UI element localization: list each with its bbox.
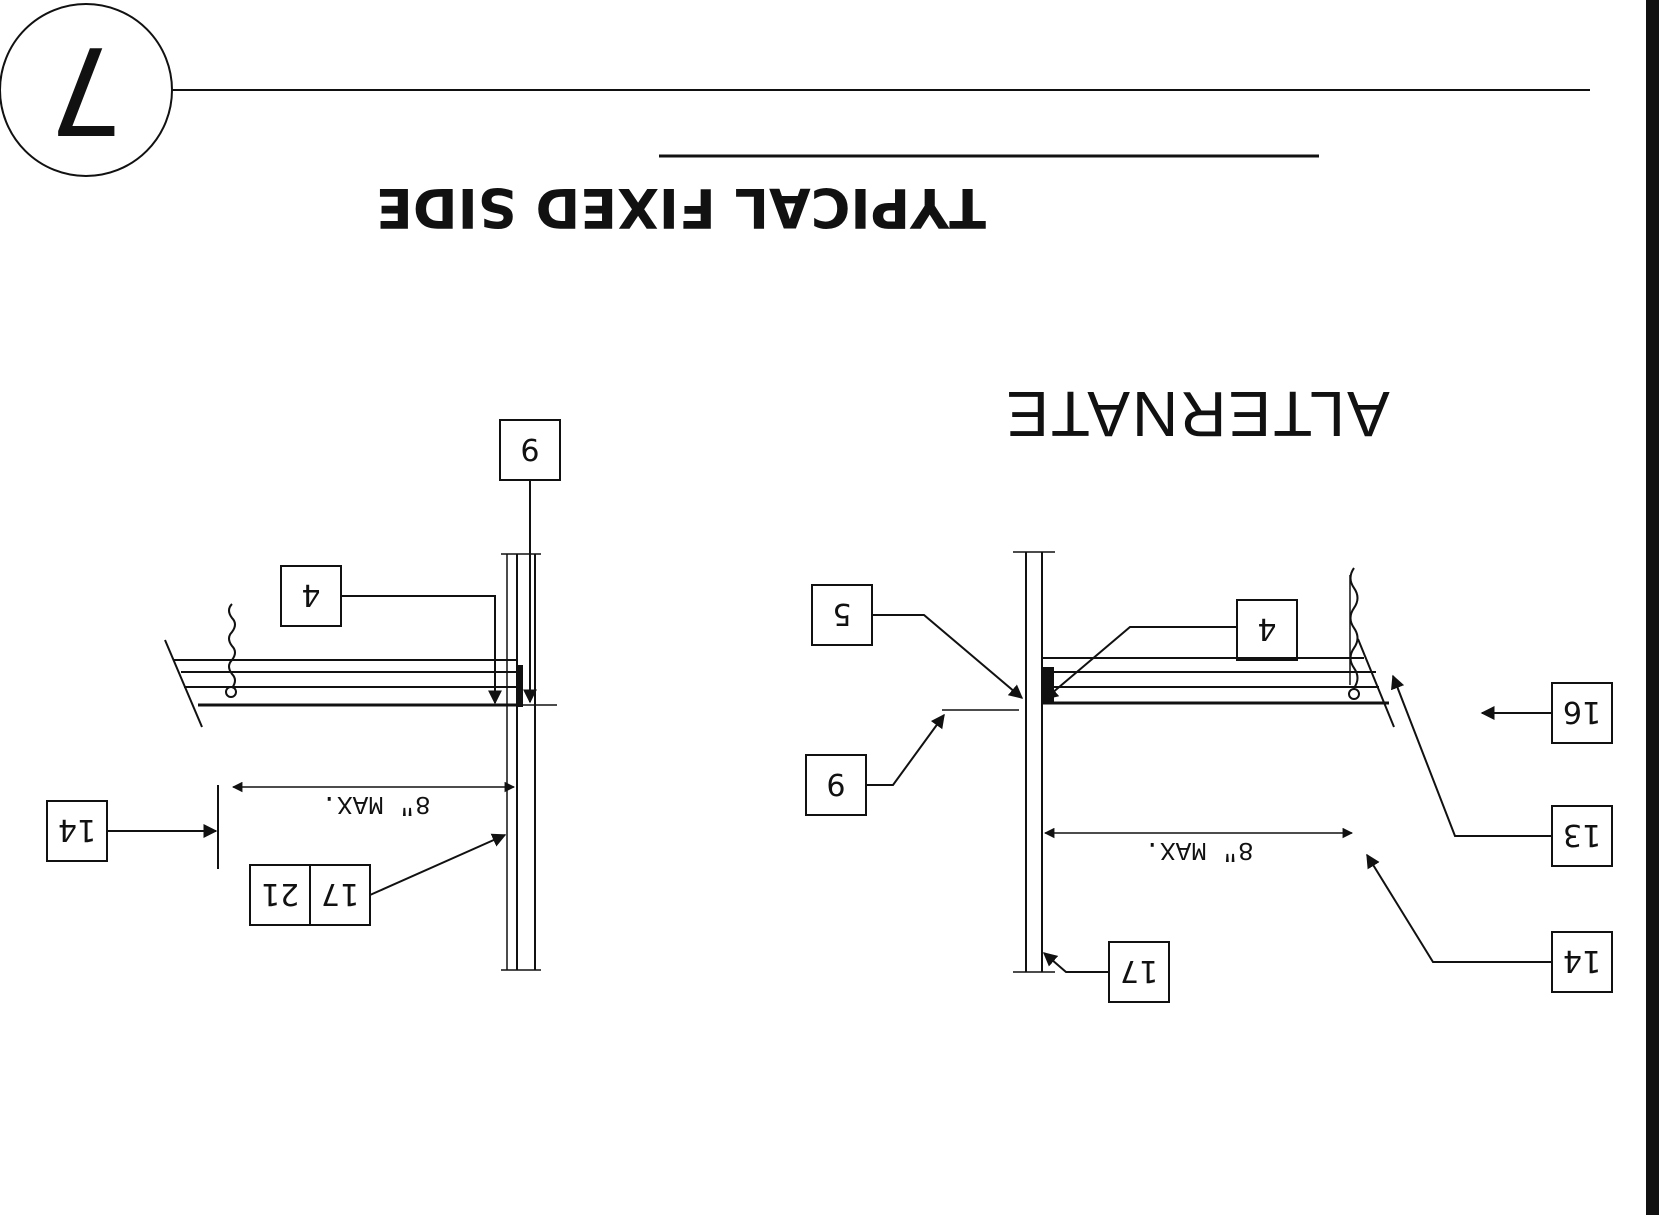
dimension-label: 8" MAX. [1144,835,1253,865]
tag-5: 5 [832,596,851,631]
tag-4-box [1236,599,1298,661]
panel-break-line [164,639,203,728]
tie-wire-ring [225,686,237,698]
tag-21: 21 [261,876,299,911]
tag-16: 16 [1563,694,1601,729]
tie-wire [228,603,236,689]
tag-13: 13 [1563,817,1601,852]
sheet-border-bar [1646,0,1659,1215]
detail-subtitle: ALTERNATE [1004,378,1389,450]
left-detail: 8" MAX. 4 5 9 16 13 14 [805,551,1613,1003]
tag-13-leader [1391,674,1552,837]
tag-4: 4 [1257,611,1276,646]
right-detail: 8" MAX. 9 4 14 17 21 [46,419,561,971]
detail-title: TYPICAL FIXED SIDE [376,176,986,239]
tie-wire-ring [1348,688,1360,700]
tag-21-box [249,864,311,926]
tag-14: 14 [58,812,96,847]
tag-5-leader [872,614,1024,699]
tie-wire [1349,567,1359,689]
tag-9-leader [866,713,945,786]
tag-17: 17 [1120,953,1158,988]
tag-4-leader [341,595,502,705]
tag-9: 9 [520,431,539,466]
dimension-label: 8" MAX. [321,789,430,819]
tag-9: 9 [826,766,845,801]
tag-4-leader [1043,626,1237,700]
tag-17-leader [1042,952,1109,973]
tag-14: 14 [1563,943,1601,978]
panel-end-clip [516,665,523,707]
panel-break-line [1357,638,1395,728]
tag-17-leader [369,833,507,896]
tag-17: 17 [321,876,359,911]
detail-number: 7 [48,19,124,158]
tag-14-leader [1366,853,1552,963]
drawing-content: 7 TYPICAL FIXED SIDE ALTERNATE [0,3,1613,1003]
tag-4: 4 [301,577,320,612]
